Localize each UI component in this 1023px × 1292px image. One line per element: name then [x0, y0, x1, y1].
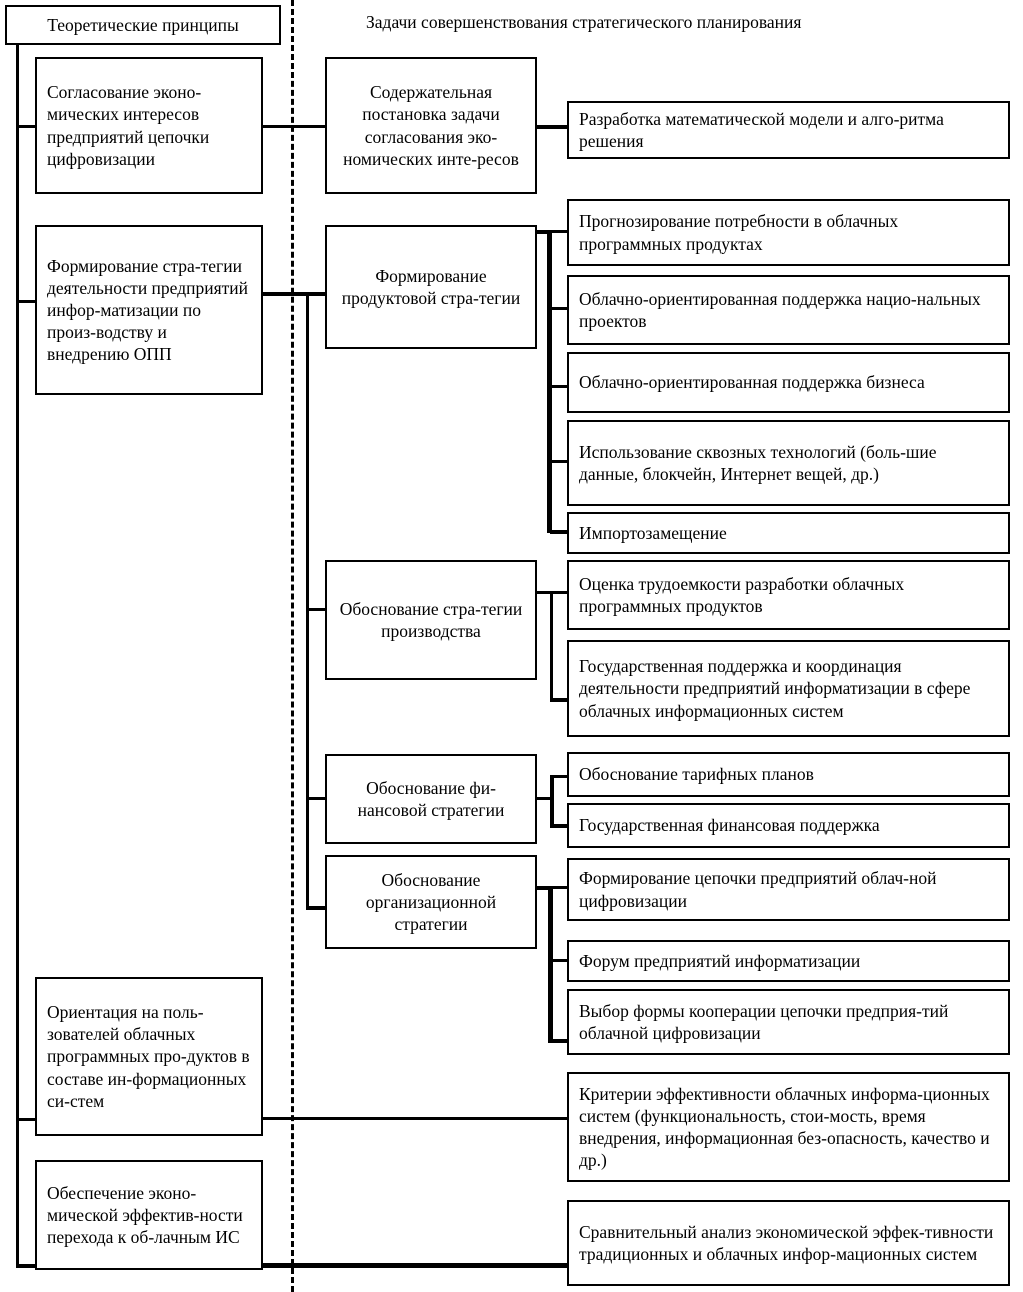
branch-bus-production-strategy — [550, 591, 553, 701]
node-label: Разработка математической модели и алго-… — [579, 108, 944, 151]
connector-bus-to-r9 — [550, 775, 569, 778]
connector-spine-to-principle-3 — [16, 1118, 38, 1121]
node-task-right-11[interactable]: Формирование цепочки предприятий облач-н… — [567, 858, 1010, 921]
connector-bus-to-task-mid-4 — [306, 797, 328, 800]
connector-bus-to-r4 — [550, 385, 569, 388]
node-label: Форум предприятий информатизации — [579, 950, 861, 971]
node-label: Критерии эффективности облачных информа-… — [579, 1083, 990, 1171]
node-label: Облачно-ориентированная поддержка бизнес… — [579, 372, 925, 393]
node-label: Государственная финансовая поддержка — [579, 815, 880, 836]
node-label: Обоснование организационной стратегии — [365, 869, 497, 935]
node-task-right-1[interactable]: Разработка математической модели и алго-… — [567, 101, 1010, 159]
node-label: Импортозамещение — [579, 522, 727, 543]
connector-bus-to-r10 — [550, 824, 569, 828]
connector-bus-to-r5 — [550, 460, 569, 463]
node-label: Оценка трудоемкости разработки облачных … — [579, 573, 905, 616]
node-label: Формирование стра-тегии деятельности пре… — [47, 255, 249, 365]
connector-task-mid-1-to-r1 — [536, 125, 568, 129]
mid-column-bus-vertical — [306, 292, 309, 909]
node-task-right-4[interactable]: Облачно-ориентированная поддержка бизнес… — [567, 352, 1010, 413]
node-task-right-14[interactable]: Критерии эффективности облачных информа-… — [567, 1072, 1010, 1182]
node-task-mid-3[interactable]: Обоснование стра-тегии производства — [325, 560, 537, 680]
header-box-principles: Теоретические принципы — [5, 5, 281, 45]
node-task-right-8[interactable]: Государственная поддержка и координация … — [567, 640, 1010, 737]
connector-bus-to-r2 — [550, 230, 569, 233]
connector-spine-to-principle-4 — [16, 1264, 38, 1268]
connector-spine-to-principle-1 — [16, 125, 38, 128]
node-label: Сравнительный анализ экономической эффек… — [579, 1221, 994, 1264]
connector-spine-to-principle-2 — [16, 300, 38, 303]
node-task-right-15[interactable]: Сравнительный анализ экономической эффек… — [567, 1200, 1010, 1286]
node-label: Государственная поддержка и координация … — [579, 656, 971, 721]
left-spine-vertical — [16, 44, 19, 1268]
node-task-right-5[interactable]: Использование сквозных технологий (боль-… — [567, 420, 1010, 506]
node-task-right-9[interactable]: Обоснование тарифных планов — [567, 752, 1010, 797]
connector-bus-to-r6 — [550, 530, 569, 534]
node-label: Обоснование тарифных планов — [579, 764, 814, 785]
node-principle-3[interactable]: Ориентация на поль-зователей облачных пр… — [35, 977, 263, 1136]
branch-bus-product-strategy — [547, 230, 552, 533]
connector-bus-to-task-mid-5 — [306, 906, 328, 910]
connector-bus-to-r13 — [550, 1039, 569, 1043]
node-label: Использование сквозных технологий (боль-… — [579, 441, 937, 484]
node-task-right-3[interactable]: Облачно-ориентированная поддержка нацио-… — [567, 275, 1010, 345]
node-label: Согласование эконо-мических интересов пр… — [47, 82, 210, 169]
connector-principle-1-to-task-1 — [261, 125, 327, 128]
connector-principle-2-to-mid-bus — [261, 292, 329, 296]
node-principle-2[interactable]: Формирование стра-тегии деятельности пре… — [35, 225, 263, 395]
node-label: Формирование продуктовой стра-тегии — [341, 265, 521, 308]
node-principle-1[interactable]: Согласование эконо-мических интересов пр… — [35, 57, 263, 194]
node-task-right-12[interactable]: Форум предприятий информатизации — [567, 940, 1010, 982]
connector-bus-to-r7 — [550, 591, 569, 594]
connector-bus-to-r12 — [550, 959, 569, 962]
node-task-mid-5[interactable]: Обоснование организационной стратегии — [325, 855, 537, 949]
header-title-left: Теоретические принципы — [47, 14, 239, 35]
node-label: Ориентация на поль-зователей облачных пр… — [47, 1002, 250, 1111]
connector-bus-to-task-mid-3 — [306, 608, 328, 611]
node-task-right-13[interactable]: Выбор формы кооперации цепочки предприя-… — [567, 989, 1010, 1055]
node-label: Обоснование стра-тегии производства — [339, 598, 523, 641]
node-task-right-6[interactable]: Импортозамещение — [567, 512, 1010, 554]
connector-m4-to-bus-financial — [536, 797, 554, 800]
node-task-right-2[interactable]: Прогнозирование потребности в облачных п… — [567, 199, 1010, 266]
branch-bus-financial-strategy — [550, 775, 554, 828]
node-task-mid-4[interactable]: Обоснование фи-нансовой стратегии — [325, 754, 537, 844]
node-task-right-7[interactable]: Оценка трудоемкости разработки облачных … — [567, 560, 1010, 630]
column-divider-dashed — [291, 0, 294, 1292]
node-principle-4[interactable]: Обеспечение эконо-мической эффектив-ност… — [35, 1160, 263, 1270]
connector-bus-to-r8 — [550, 698, 569, 702]
connector-m5-to-bus-organizational — [536, 886, 553, 890]
node-label: Выбор формы кооперации цепочки предприя-… — [579, 1000, 949, 1043]
node-label: Облачно-ориентированная поддержка нацио-… — [579, 288, 981, 331]
node-label: Обоснование фи-нансовой стратегии — [357, 777, 505, 820]
connector-m2-to-bus-product — [536, 230, 552, 234]
node-label: Обеспечение эконо-мической эффектив-ност… — [47, 1182, 243, 1248]
node-label: Прогнозирование потребности в облачных п… — [579, 211, 899, 254]
node-task-mid-2[interactable]: Формирование продуктовой стра-тегии — [325, 225, 537, 349]
header-title-right: Задачи совершенствования стратегического… — [366, 12, 802, 32]
connector-principle-3-to-criteria — [261, 1117, 569, 1120]
connector-m3-to-bus-production — [536, 591, 553, 594]
node-task-mid-1[interactable]: Содержательная постановка задачи согласо… — [325, 57, 537, 194]
connector-bus-to-r11 — [550, 886, 569, 889]
connector-principle-4-to-comparative — [261, 1263, 569, 1268]
node-label: Содержательная постановка задачи согласо… — [343, 82, 519, 169]
connector-bus-to-r3 — [550, 307, 569, 310]
node-task-right-10[interactable]: Государственная финансовая поддержка — [567, 803, 1010, 848]
node-label: Формирование цепочки предприятий облач-н… — [579, 868, 937, 911]
branch-bus-organizational-strategy — [548, 886, 553, 1043]
